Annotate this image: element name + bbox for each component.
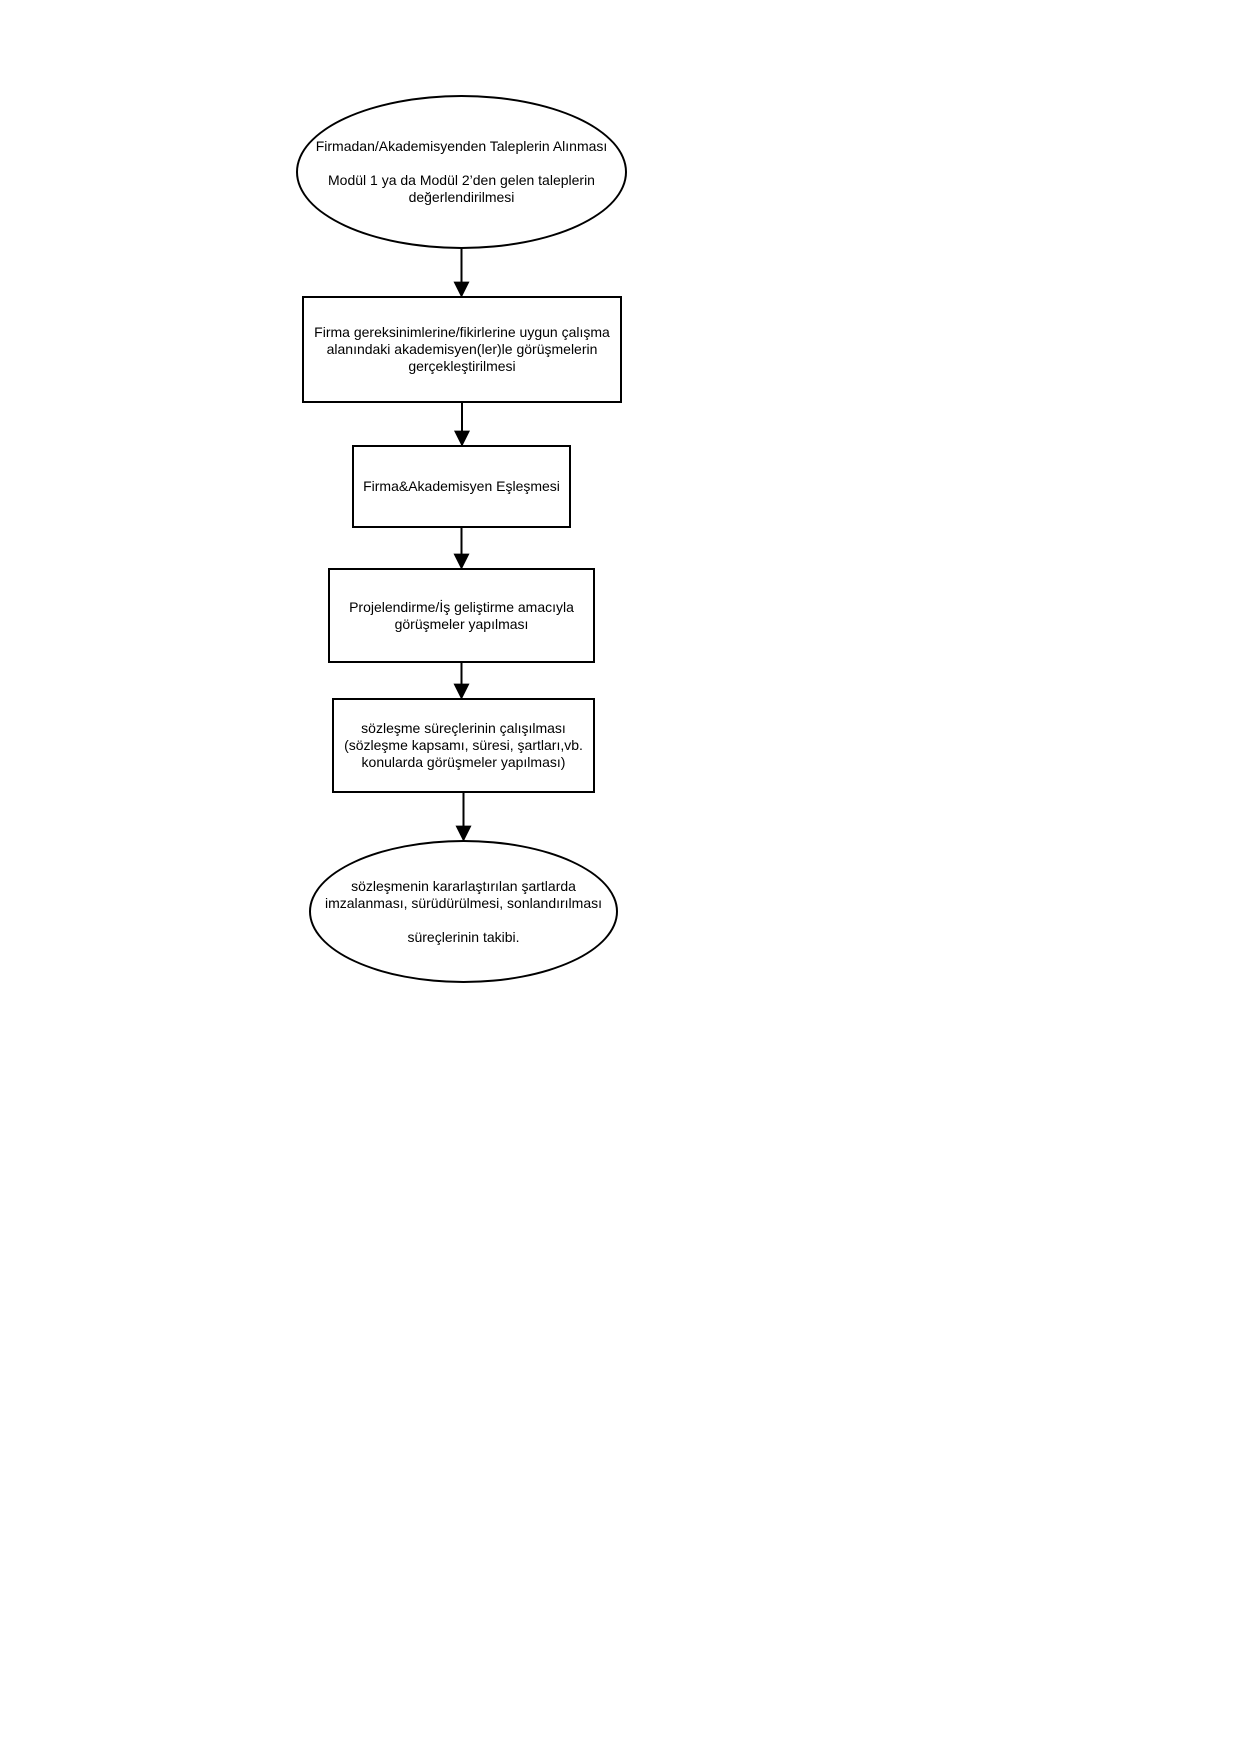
node-label: Firma gereksinimlerine/fikirlerine uygun… bbox=[306, 324, 618, 375]
process-node-matching: Firma&Akademisyen Eşleşmesi bbox=[352, 445, 571, 528]
node-line-gap bbox=[316, 155, 608, 172]
node-line: sözleşmenin kararlaştırılan şartlarda bbox=[351, 877, 576, 894]
node-line: Projelendirme/İş geliştirme amacıyla bbox=[349, 598, 574, 615]
start-node-request-intake: Firmadan/Akademisyenden Taleplerin Alınm… bbox=[296, 95, 627, 249]
node-line: süreçlerinin takibi. bbox=[407, 928, 520, 945]
node-line: gerçekleştirilmesi bbox=[408, 358, 516, 374]
node-line: görüşmeler yapılması bbox=[394, 615, 529, 632]
process-node-project-development: Projelendirme/İş geliştirme amacıyla gör… bbox=[328, 568, 595, 663]
node-label: Firma&Akademisyen Eşleşmesi bbox=[355, 478, 568, 495]
node-line: Modül 1 ya da Modül 2’den gelen talepler… bbox=[328, 172, 595, 188]
node-label: Firmadan/Akademisyenden Taleplerin Alınm… bbox=[308, 138, 616, 206]
node-line: Firma gereksinimlerine/fikirlerine uygun… bbox=[314, 324, 610, 340]
node-label: sözleşme süreçlerinin çalışılması (sözle… bbox=[336, 720, 591, 771]
process-node-contract-work: sözleşme süreçlerinin çalışılması (sözle… bbox=[332, 698, 595, 793]
node-line: Firma&Akademisyen Eşleşmesi bbox=[363, 478, 560, 494]
node-label: Projelendirme/İş geliştirme amacıyla gör… bbox=[341, 599, 582, 633]
node-line: Firmadan/Akademisyenden Taleplerin Alınm… bbox=[315, 138, 608, 154]
node-label: sözleşmenin kararlaştırılan şartlarda im… bbox=[317, 878, 610, 946]
node-line: değerlendirilmesi bbox=[408, 189, 515, 205]
node-line: alanındaki akademisyen(ler)le görüşmeler… bbox=[326, 341, 598, 357]
node-line: (sözleşme kapsamı, süresi, şartları,vb. bbox=[344, 737, 583, 753]
end-node-contract-followup: sözleşmenin kararlaştırılan şartlarda im… bbox=[309, 840, 618, 983]
node-line: imzalanması, sürüdürülmesi, sonlandırılm… bbox=[325, 894, 602, 911]
node-line: sözleşme süreçlerinin çalışılması bbox=[361, 720, 566, 736]
process-node-academic-meetings: Firma gereksinimlerine/fikirlerine uygun… bbox=[302, 296, 622, 403]
node-line: konularda görüşmeler yapılması) bbox=[361, 754, 566, 770]
node-line-gap bbox=[325, 912, 602, 929]
